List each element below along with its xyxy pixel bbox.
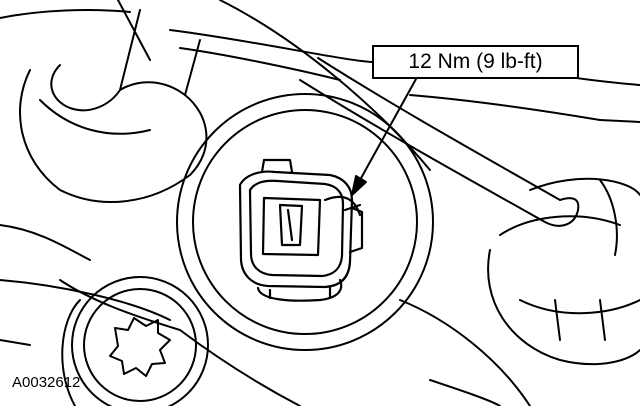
upper-left-bracket — [19, 9, 208, 203]
leader-arrow — [351, 78, 417, 196]
hose — [299, 57, 580, 227]
sensor-connector — [238, 158, 364, 302]
torque-label: 12 Nm (9 lb-ft) — [408, 50, 543, 73]
right-component — [487, 177, 640, 366]
torx-bolt — [61, 276, 209, 406]
sensor-bore — [176, 93, 434, 351]
figure-id: A0032612 — [12, 374, 81, 391]
torque-callout: 12 Nm (9 lb-ft) — [372, 45, 579, 79]
